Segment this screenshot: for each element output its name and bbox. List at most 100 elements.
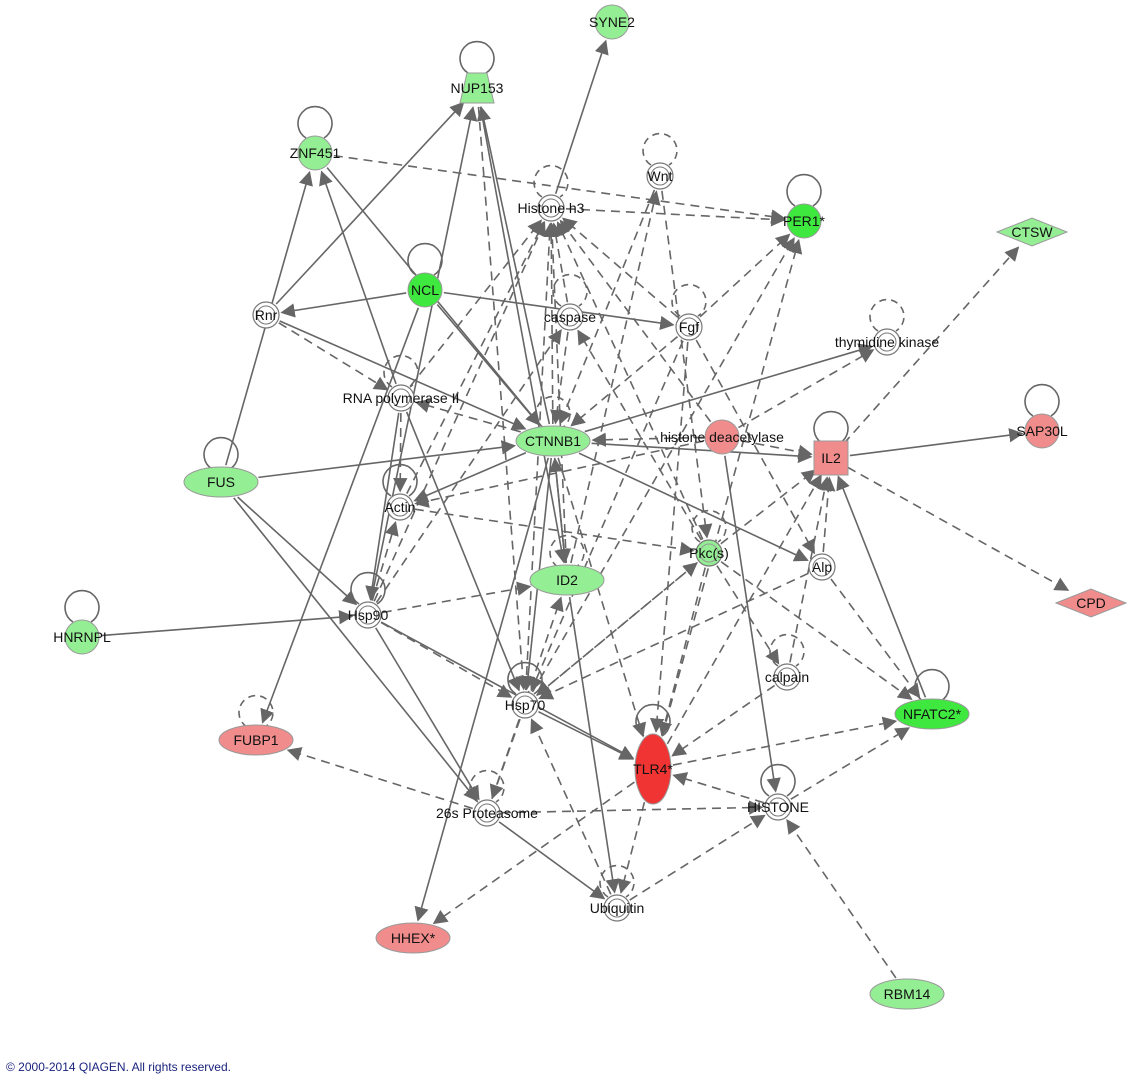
edge-ID2-to-CTNNB1 bbox=[548, 457, 567, 564]
edge-RNA_pol_II-to-Hsp70 bbox=[405, 411, 521, 692]
edge-Pkc-to-NFATC2 bbox=[720, 561, 913, 701]
node-label: FUBP1 bbox=[233, 732, 278, 748]
edge-Hsp90-to-Actin bbox=[371, 520, 399, 601]
edge-Hsp90-to-Proteasome_26s bbox=[375, 627, 480, 801]
node-HNRNPL[interactable]: HNRNPL bbox=[53, 619, 111, 655]
edge-NUP153-to-ID2 bbox=[479, 106, 569, 564]
node-FUBP1[interactable]: FUBP1 bbox=[218, 724, 294, 756]
node-label: NCL bbox=[411, 282, 439, 298]
node-shape bbox=[594, 4, 630, 40]
edge-Wnt-to-CTNNB1 bbox=[558, 189, 656, 425]
node-shape bbox=[650, 166, 670, 186]
node-Histone_h3[interactable]: Histone h3 bbox=[518, 194, 585, 222]
node-HHEX[interactable]: HHEX* bbox=[375, 922, 451, 954]
node-histone_deacetylase[interactable]: histone deacetylase bbox=[660, 419, 784, 455]
edge-FUS-to-CTNNB1 bbox=[258, 440, 517, 479]
node-Wnt[interactable]: Wnt bbox=[646, 162, 674, 190]
node-calpain[interactable]: calpain bbox=[765, 663, 809, 691]
node-label: Fgf bbox=[679, 319, 699, 335]
edge-Hsp90-to-ID2 bbox=[382, 581, 532, 614]
node-label: SYNE2 bbox=[589, 14, 635, 30]
edge-TLR4-to-NFATC2 bbox=[672, 716, 898, 766]
node-ID2[interactable]: ID2 bbox=[529, 564, 605, 596]
node-RBM14[interactable]: RBM14 bbox=[869, 978, 945, 1010]
edge-HISTONE-to-TLR4 bbox=[672, 772, 764, 804]
node-shape bbox=[812, 557, 832, 577]
node-thymidine_kinase[interactable]: thymidine kinase bbox=[835, 328, 939, 356]
self-loop-FUS bbox=[203, 436, 239, 470]
node-IL2[interactable]: IL2 bbox=[813, 440, 849, 476]
node-CTNNB1[interactable]: CTNNB1 bbox=[515, 425, 591, 457]
node-RNA_pol_II[interactable]: RNA polymerase II bbox=[343, 384, 460, 412]
node-shape bbox=[541, 198, 561, 218]
node-PER1[interactable]: PER1* bbox=[783, 203, 826, 239]
node-label: NUP153 bbox=[451, 80, 504, 96]
edge-Wnt-to-Pkc bbox=[661, 190, 713, 539]
edge-CTNNB1-to-HHEX bbox=[414, 457, 550, 922]
edge-IL2-to-CPD bbox=[847, 466, 1070, 591]
node-ZNF451[interactable]: ZNF451 bbox=[290, 135, 341, 171]
node-shape bbox=[515, 695, 535, 715]
node-shape bbox=[768, 797, 788, 817]
edge-NCL-to-FUBP1 bbox=[260, 307, 420, 724]
node-label: Alp bbox=[812, 559, 832, 575]
node-label: Pkc(s) bbox=[689, 545, 729, 561]
node-NCL[interactable]: NCL bbox=[407, 272, 443, 308]
node-label: SAP30L bbox=[1016, 423, 1068, 439]
edge-Proteasome_26s-to-Ubiquitin bbox=[498, 821, 606, 900]
edge-RNA_pol_II-to-Actin bbox=[393, 412, 408, 493]
edge-Pkc-to-TLR4 bbox=[658, 567, 707, 737]
edge-Rnr-to-RNA_pol_II bbox=[278, 322, 389, 391]
edge-RNA_pol_II-to-Hsp90 bbox=[365, 412, 400, 601]
node-TLR4[interactable]: TLR4* bbox=[633, 733, 673, 805]
copyright-notice: © 2000-2014 QIAGEN. All rights reserved. bbox=[6, 1060, 231, 1074]
node-Pkc[interactable]: Pkc(s) bbox=[689, 539, 729, 567]
node-SYNE2[interactable]: SYNE2 bbox=[589, 4, 635, 40]
node-label: Hsp70 bbox=[505, 697, 546, 713]
node-FUS[interactable]: FUS bbox=[183, 466, 259, 498]
edge-Proteasome_26s-to-HISTONE bbox=[501, 800, 764, 815]
node-Hsp70[interactable]: Hsp70 bbox=[505, 691, 546, 719]
edge-caspase-to-CTNNB1 bbox=[550, 331, 569, 425]
edge-NCL-to-CTNNB1 bbox=[436, 303, 540, 426]
edge-Rnr-to-NUP153 bbox=[275, 101, 465, 305]
edge-RNA_pol_II-to-Histone_h3 bbox=[409, 219, 542, 387]
node-Actin[interactable]: Actin bbox=[384, 493, 416, 521]
node-shape bbox=[391, 388, 411, 408]
node-Alp[interactable]: Alp bbox=[808, 553, 836, 581]
self-loop-Wnt bbox=[642, 132, 678, 166]
edge-Hsp90-to-Histone_h3 bbox=[373, 221, 546, 602]
node-label: HHEX* bbox=[391, 930, 436, 946]
edge-histone_deacetylase-to-Histone_h3 bbox=[559, 219, 712, 423]
node-label: histone deacetylase bbox=[660, 429, 784, 445]
edge-Proteasome_26s-to-FUBP1 bbox=[286, 747, 473, 810]
node-shape bbox=[297, 135, 333, 171]
node-Proteasome_26s[interactable]: 26s Proteasome bbox=[436, 799, 538, 827]
node-Rnr[interactable]: Rnr bbox=[252, 301, 280, 329]
node-label: Wnt bbox=[648, 168, 673, 184]
node-CPD[interactable]: CPD bbox=[1054, 588, 1128, 618]
node-shape bbox=[877, 332, 897, 352]
node-Fgf[interactable]: Fgf bbox=[675, 313, 703, 341]
node-shape bbox=[894, 698, 970, 730]
node-CTSW[interactable]: CTSW bbox=[995, 217, 1069, 247]
node-HISTONE[interactable]: HISTONE bbox=[747, 793, 809, 821]
node-Hsp90[interactable]: Hsp90 bbox=[348, 601, 389, 629]
edge-Fgf-to-PER1 bbox=[699, 233, 791, 318]
node-SAP30L[interactable]: SAP30L bbox=[1016, 413, 1068, 449]
self-loop-HNRNPL bbox=[64, 589, 100, 623]
edge-Hsp90-to-Hsp70 bbox=[380, 621, 513, 698]
node-shape bbox=[390, 497, 410, 517]
node-label: HNRNPL bbox=[53, 629, 111, 645]
node-Ubiquitin[interactable]: Ubiquitin bbox=[590, 894, 644, 922]
edge-histone_deacetylase-to-IL2 bbox=[740, 439, 813, 459]
node-label: CTSW bbox=[1011, 224, 1053, 240]
node-caspase[interactable]: caspase bbox=[544, 303, 596, 331]
node-label: 26s Proteasome bbox=[436, 805, 538, 821]
node-NFATC2[interactable]: NFATC2* bbox=[894, 698, 970, 730]
node-shape bbox=[1024, 413, 1060, 449]
edge-Rnr-to-CTNNB1 bbox=[279, 320, 527, 431]
node-NUP153[interactable]: NUP153 bbox=[451, 72, 504, 104]
edge-IL2-to-CTSW bbox=[843, 246, 1020, 445]
node-label: CPD bbox=[1076, 595, 1106, 611]
